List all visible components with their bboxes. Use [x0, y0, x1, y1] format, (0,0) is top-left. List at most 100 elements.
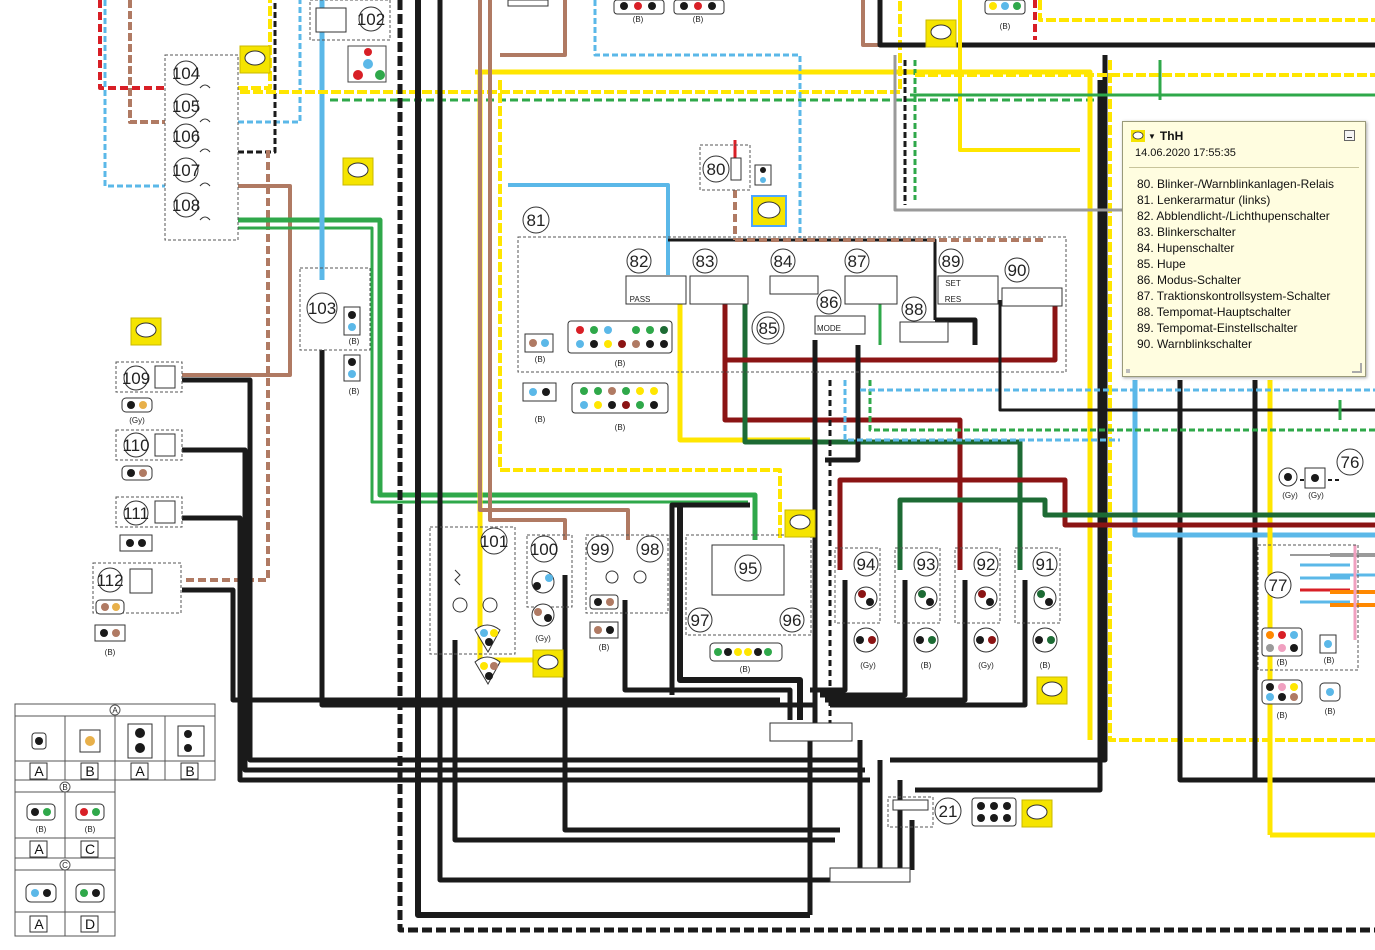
- component-76: 76 (Gy) (Gy): [1278, 448, 1364, 500]
- comment-line: 85. Hupe: [1137, 257, 1186, 271]
- component-21-label: 21: [939, 802, 958, 821]
- component-91-label: 91: [1036, 555, 1055, 574]
- comment-icon[interactable]: [532, 649, 564, 678]
- component-109-label: 109: [122, 369, 150, 388]
- legend-cell: A: [135, 763, 145, 779]
- tag-gy: (Gy): [860, 661, 876, 670]
- component-95: 95 97 96 (B): [685, 534, 812, 674]
- horn-icon: [751, 311, 785, 345]
- comment-line: 83. Blinkerschalter: [1137, 225, 1236, 239]
- bulb-icon: [605, 570, 647, 584]
- chevron-down-icon[interactable]: ▼: [1148, 131, 1156, 141]
- tag-b: (B): [1325, 707, 1336, 716]
- tag-gy: (Gy): [129, 416, 145, 425]
- tag-b: (B): [349, 387, 360, 396]
- comment-anchor: [1126, 369, 1130, 373]
- comment-icon[interactable]: [130, 317, 162, 346]
- horn-85-label: 85: [759, 319, 778, 338]
- component-97-label: 97: [691, 611, 710, 630]
- tag-gy: (Gy): [1282, 491, 1298, 500]
- fuse-107-circle: [173, 157, 199, 183]
- minimize-icon[interactable]: [1344, 130, 1355, 141]
- fuse-107-label: 107: [172, 161, 200, 180]
- comment-icon[interactable]: [784, 509, 816, 538]
- switch-90-label: 90: [1008, 261, 1027, 280]
- component-102: 102: [309, 0, 391, 83]
- comment-line: 81. Lenkerarmatur (links): [1137, 193, 1271, 207]
- comment-line: 90. Warnblinkschalter: [1137, 337, 1252, 351]
- tag-b: (B): [1324, 656, 1335, 665]
- comment-line: 80. Blinker-/Warnblinkanlagen-Relais: [1137, 177, 1334, 191]
- comment-line: 87. Traktionskontrollsystem-Schalter: [1137, 289, 1331, 303]
- comment-timestamp: 14.06.2020 17:55:35: [1135, 147, 1236, 159]
- pass-label: PASS: [630, 295, 651, 304]
- tag-b: (B): [1000, 22, 1011, 31]
- comment-icon[interactable]: [1036, 676, 1068, 705]
- comment-icons: [130, 19, 1068, 828]
- fuse-block: 104 105 106 107 108: [164, 54, 239, 241]
- fuse-105-circle: [173, 93, 199, 119]
- comment-icon[interactable]: [1021, 799, 1053, 828]
- connector-legend: A A B A B B (B) (B) A C C: [14, 703, 216, 937]
- comment-icon[interactable]: [342, 157, 374, 186]
- component-80-label: 80: [707, 160, 726, 179]
- switch-83-label: 83: [696, 252, 715, 271]
- comment-line: 84. Hupenschalter: [1137, 241, 1235, 255]
- fuse-105-label: 105: [172, 97, 200, 116]
- tag-b: (B): [105, 648, 116, 657]
- tag-b: (B): [740, 665, 751, 674]
- resize-grip-icon[interactable]: [1352, 363, 1362, 373]
- comment-icon[interactable]: [239, 45, 271, 74]
- fuse-108-label: 108: [172, 196, 200, 215]
- legend-cell: B: [85, 763, 94, 779]
- tag-gy: (Gy): [535, 634, 551, 643]
- set-label: SET: [945, 279, 961, 288]
- lamps-91-94: 94 93 92 91 (Gy) (B) (Gy) (B): [834, 547, 1061, 670]
- component-103: 103 (B) (B): [299, 267, 371, 396]
- switch-88-label: 88: [905, 300, 924, 319]
- component-92-label: 92: [977, 555, 996, 574]
- comment-body[interactable]: 80. Blinker-/Warnblinkanlagen-Relais 81.…: [1123, 174, 1365, 352]
- component-96-label: 96: [783, 611, 802, 630]
- fuse-106-circle: [173, 123, 199, 149]
- res-label: RES: [945, 295, 961, 304]
- legend-cell: A: [34, 841, 44, 857]
- tag-b: (B): [36, 825, 47, 834]
- component-110: 110: [115, 429, 183, 481]
- component-81: 81 82 PASS 83 84 85 86 MODE 87 88: [517, 206, 1067, 432]
- tag-b: (B): [535, 415, 546, 424]
- tag-b: (B): [85, 825, 96, 834]
- comment-popup[interactable]: ▼ ThH 14.06.2020 17:55:35 80. Blinker-/W…: [1122, 121, 1366, 377]
- switch-84-label: 84: [774, 252, 793, 271]
- component-77: 77 (B) (B) (B) (B): [1257, 544, 1359, 720]
- comment-icon[interactable]: [751, 195, 787, 227]
- tag-b: (B): [693, 15, 704, 24]
- component-102-label: 102: [357, 10, 385, 29]
- comment-header: ▼ ThH: [1123, 122, 1365, 144]
- mode-label: MODE: [817, 324, 841, 333]
- comment-line: 82. Abblendlicht-/Lichthupenschalter: [1137, 209, 1330, 223]
- component-100-label: 100: [530, 540, 558, 559]
- component-111-label: 111: [123, 504, 149, 523]
- tag-b: (B): [615, 423, 626, 432]
- comment-icon[interactable]: [925, 19, 957, 48]
- comment-divider: [1129, 167, 1359, 168]
- tag-b: (B): [633, 15, 644, 24]
- component-76-label: 76: [1341, 453, 1360, 472]
- component-77-label: 77: [1269, 576, 1288, 595]
- switch-82-label: 82: [630, 252, 649, 271]
- splice-connectors: 21: [769, 722, 1017, 883]
- component-112: 112 (B): [92, 562, 182, 657]
- legend-cell: D: [85, 916, 95, 932]
- fuse-108-circle: [173, 192, 199, 218]
- legend-section-c: C: [62, 861, 68, 870]
- tag-b: (B): [615, 359, 626, 368]
- top-connectors: (B) (B) (B): [507, 0, 1026, 31]
- tag-b: (B): [349, 337, 360, 346]
- comment-line: 89. Tempomat-Einstellschalter: [1137, 321, 1298, 335]
- legend-cell: B: [185, 763, 194, 779]
- component-100: 100 (Gy): [526, 534, 573, 643]
- legend-section-b: B: [62, 783, 67, 792]
- tag-gy: (Gy): [1308, 491, 1324, 500]
